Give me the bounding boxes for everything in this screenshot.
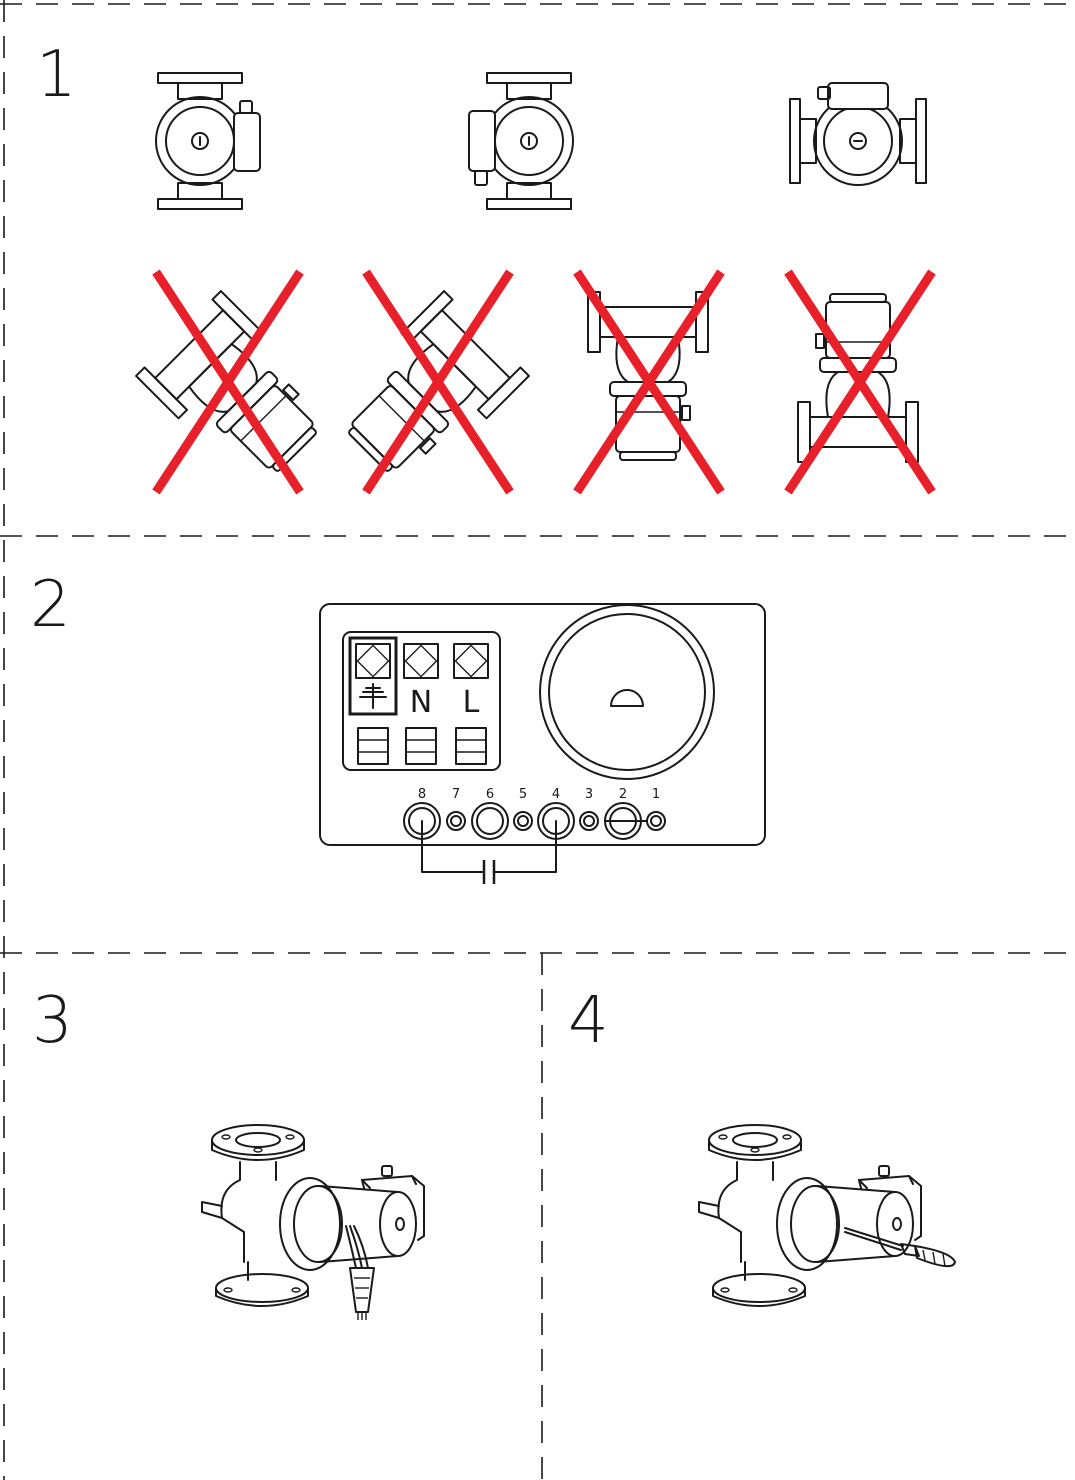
- pin-row: 8 7 6 5 4 3 2 1: [403, 787, 666, 840]
- cross-icon: [573, 269, 725, 495]
- neutral-label: N: [410, 685, 432, 720]
- correct-orientation-3: [789, 82, 927, 186]
- cross-icon: [784, 269, 936, 495]
- speed-dial: [539, 604, 715, 780]
- step-3-number: 3: [32, 984, 73, 1058]
- wire-connector-icon: [345, 1225, 375, 1320]
- pin-label: 1: [652, 787, 660, 802]
- terminal-box: N L 8 7 6 5 4 3 2: [319, 603, 766, 884]
- pin-label: 3: [585, 787, 593, 802]
- incorrect-orientation-2: [324, 269, 530, 496]
- live-label: L: [463, 685, 480, 720]
- neutral-terminal: N: [403, 643, 439, 720]
- ground-terminal: [348, 636, 398, 716]
- cable-clamps: [357, 727, 487, 765]
- correct-orientation-1: [155, 72, 261, 210]
- cross-icon: [152, 269, 304, 495]
- ground-icon: [359, 683, 387, 709]
- capacitor-wiring: [421, 820, 557, 884]
- pump-screwdriver: [698, 1124, 956, 1307]
- screwdriver-icon: [844, 1227, 956, 1268]
- incorrect-orientation-1: [135, 269, 341, 496]
- incorrect-orientation-3: [573, 269, 725, 495]
- pin-label: 2: [619, 787, 627, 802]
- cross-icon: [362, 269, 514, 495]
- pin-label: 4: [552, 787, 560, 802]
- pin-label: 8: [418, 787, 426, 802]
- incorrect-orientation-4: [784, 269, 936, 495]
- step-2-number: 2: [30, 568, 71, 642]
- step-1-number: 1: [36, 38, 77, 112]
- pin-label: 5: [519, 787, 527, 802]
- correct-orientation-2: [468, 72, 574, 210]
- pin-label: 7: [452, 787, 460, 802]
- step-4-number: 4: [568, 984, 609, 1058]
- live-terminal: L: [453, 643, 489, 720]
- pump-wire-connection: [201, 1124, 425, 1320]
- pin-label: 6: [486, 787, 494, 802]
